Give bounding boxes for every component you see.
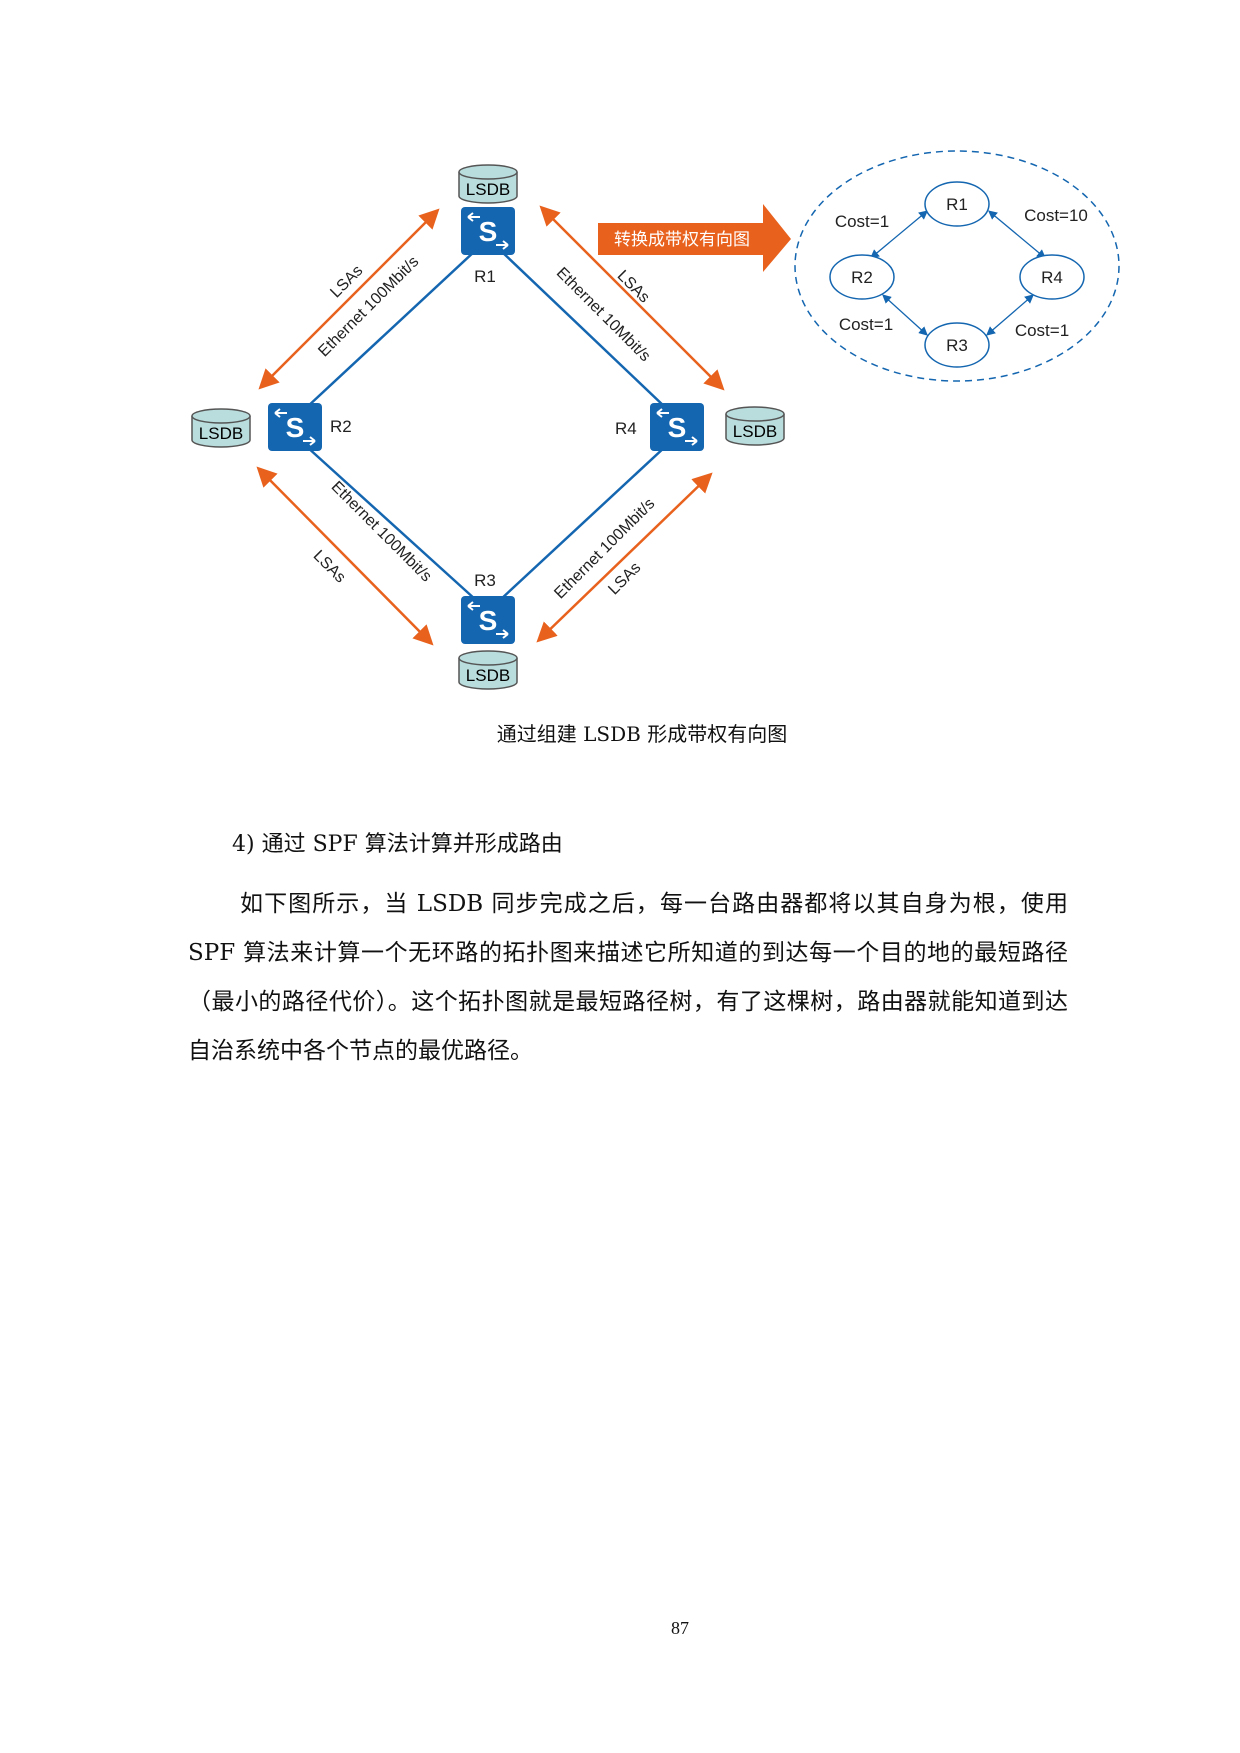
cost-r2-r3: Cost=1 — [839, 315, 893, 334]
lsdb-topology-figure: S Ethernet 100Mbit/s LSAs Ethernet 10Mbi… — [191, 150, 1120, 690]
convert-arrow: 转换成带权有向图 — [598, 204, 791, 272]
lsa-arrows — [256, 205, 725, 646]
cost-r3-r4: Cost=1 — [1015, 321, 1069, 340]
cost-r1-r4: Cost=10 — [1024, 206, 1088, 225]
section-heading: 4) 通过 SPF 算法计算并形成路由 — [232, 832, 563, 857]
svg-text:LSDB: LSDB — [199, 424, 243, 443]
lsdb-database-icon: LSDB — [458, 650, 518, 690]
router-switch-icon — [267, 402, 323, 452]
router-label-r2: R2 — [330, 417, 352, 436]
router-label-r4: R4 — [615, 419, 637, 438]
lsdb-database-icon: LSDB — [725, 406, 785, 446]
svg-text:LSDB: LSDB — [466, 180, 510, 199]
figure-caption: 通过组建 LSDB 形成带权有向图 — [496, 722, 788, 746]
link-label-r1-r2: Ethernet 100Mbit/s — [315, 253, 422, 360]
router-switch-icon — [460, 595, 516, 645]
router-switch-icon — [460, 206, 516, 256]
link-r1-r4 — [499, 249, 667, 409]
router-label-r1: R1 — [474, 267, 496, 286]
weighted-directed-graph: R1 R2 R4 R3 Cost=1 Cost=10 Cost=1 Cost=1 — [794, 150, 1120, 382]
svg-text:LSDB: LSDB — [466, 666, 510, 685]
router-label-r3: R3 — [474, 571, 496, 590]
svg-text:转换成带权有向图: 转换成带权有向图 — [614, 230, 750, 249]
lsdb-database-icon: LSDB — [458, 164, 518, 204]
router-switch-icon — [649, 402, 705, 452]
cost-r1-r2: Cost=1 — [835, 212, 889, 231]
svg-text:LSDB: LSDB — [733, 422, 777, 441]
lsas-label: LSAs — [605, 559, 644, 598]
lsdb-database-icon: LSDB — [191, 408, 251, 448]
graph-node-r4: R4 — [1041, 268, 1063, 287]
graph-node-r1: R1 — [946, 195, 968, 214]
body-paragraph: 如下图所示，当 LSDB 同步完成之后，每一台路由器都将以其自身为根，使用 SP… — [188, 891, 1068, 1064]
page-number: 87 — [671, 1618, 689, 1638]
graph-node-r2: R2 — [851, 268, 873, 287]
lsas-label: LSAs — [327, 262, 366, 301]
graph-node-r3: R3 — [946, 336, 968, 355]
